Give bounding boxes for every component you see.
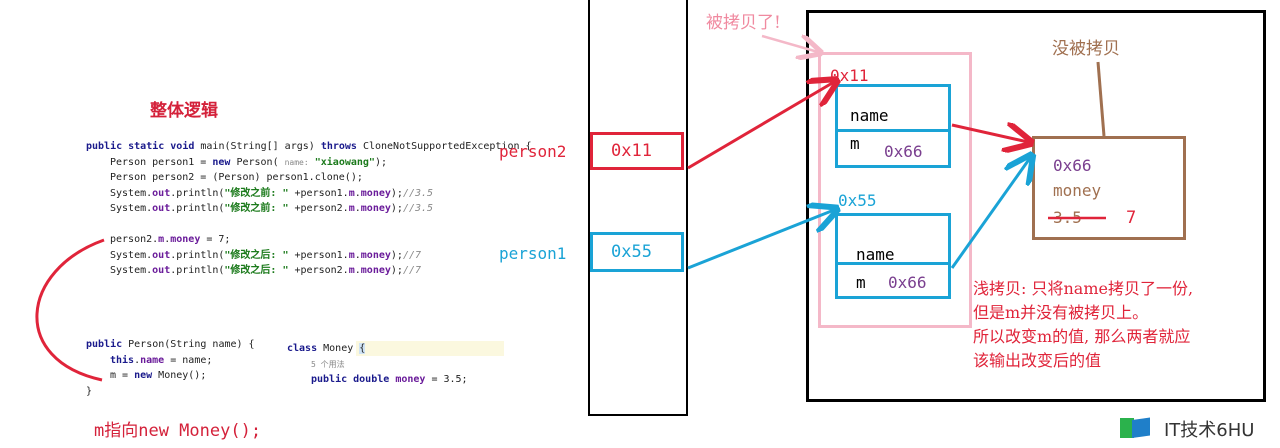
explanation-line-2: 但是m并没有被拷贝上。 (973, 303, 1149, 322)
code-line-print-before-2: System.out.println("修改之前: " +person2.m.m… (110, 203, 434, 214)
code-line-assign-money: person2.m.money = 7; (110, 234, 231, 245)
arrow-object2-m-to-money (950, 158, 1030, 269)
code-line-person2: Person person2 = (Person) person1.clone(… (110, 172, 363, 183)
explanation-line-3: 所以改变m的值, 那么两者就应 (973, 327, 1191, 346)
code-main: public static void main(String[] args) t… (86, 139, 532, 279)
line-not-copied (1096, 61, 1106, 137)
arrow-person1-to-object2 (687, 210, 834, 270)
person1-label: person1 (499, 244, 567, 263)
watermark-logo-icon (1118, 414, 1156, 442)
code-line-ctor-signature: public Person(String name) { (86, 339, 255, 350)
watermark-text: IT技术6HU (1164, 420, 1255, 441)
code-line-money-class: class Money { (287, 343, 366, 354)
arrow-person2-to-object1 (687, 82, 834, 170)
code-constructor: public Person(String name) { this.name =… (86, 337, 255, 399)
explanation-line-1: 浅拷贝: 只将name拷贝了一份, (973, 279, 1194, 298)
object2-name-label: name (856, 245, 895, 264)
object1-m-label: m (850, 134, 860, 153)
stack-frame (588, 0, 688, 416)
code-money-class: class Money { 5 个用法 public double money … (287, 341, 468, 388)
object2-name-field (838, 216, 948, 265)
money-class-highlight (356, 341, 504, 356)
object1-box (835, 84, 951, 168)
person2-label: person2 (499, 142, 567, 161)
copied-label: 被拷贝了! (706, 13, 781, 33)
code-line-ctor-close: } (86, 385, 93, 397)
person1-ref-box: 0x55 (590, 232, 684, 272)
object1-m-value: 0x66 (884, 142, 923, 161)
curve-m-to-new-money (35, 238, 105, 382)
object2-address: 0x55 (838, 191, 877, 210)
explanation-line-4: 该输出改变后的值 (973, 351, 1102, 370)
code-line-money-usages: 5 个用法 (311, 359, 345, 369)
code-line-main-signature: public static void main(String[] args) t… (86, 141, 532, 152)
not-copied-label: 没被拷贝 (1052, 39, 1120, 59)
object2-m-label: m (856, 273, 866, 292)
copied-group-box (818, 52, 972, 328)
code-line-print-after-2: System.out.println("修改之后: " +person2.m.m… (110, 265, 421, 276)
person2-ref-box: 0x11 (590, 132, 684, 170)
code-line-money-field: public double money = 3.5; (311, 374, 468, 385)
object1-name-label: name (850, 106, 889, 125)
money-new-value: 7 (1126, 208, 1137, 228)
arrow-object1-m-to-money (951, 125, 1028, 142)
code-line-print-before-1: System.out.println("修改之前: " +person1.m.m… (110, 187, 434, 199)
money-object-box (1032, 136, 1186, 240)
money-object-field: money (1053, 181, 1102, 200)
code-line-print-after-1: System.out.println("修改之后: " +person1.m.m… (110, 249, 421, 261)
note-m-points-new-money: m指向new Money(); (94, 421, 262, 441)
code-line-ctor-money: m = new Money(); (110, 370, 207, 381)
code-line-ctor-name: this.name = name; (110, 354, 213, 366)
explanation-text: 浅拷贝: 只将name拷贝了一份, 但是m并没有被拷贝上。 所以改变m的值, 那… (973, 277, 1193, 373)
object1-name-field (838, 87, 948, 132)
code-line-person1: Person person1 = new Person( name: "xiao… (110, 156, 387, 168)
money-object-address: 0x66 (1053, 156, 1092, 175)
object2-box (835, 213, 951, 299)
arrow-copied-label (761, 36, 818, 52)
object2-m-value: 0x66 (888, 273, 927, 292)
diagram-title: 整体逻辑 (150, 101, 218, 121)
